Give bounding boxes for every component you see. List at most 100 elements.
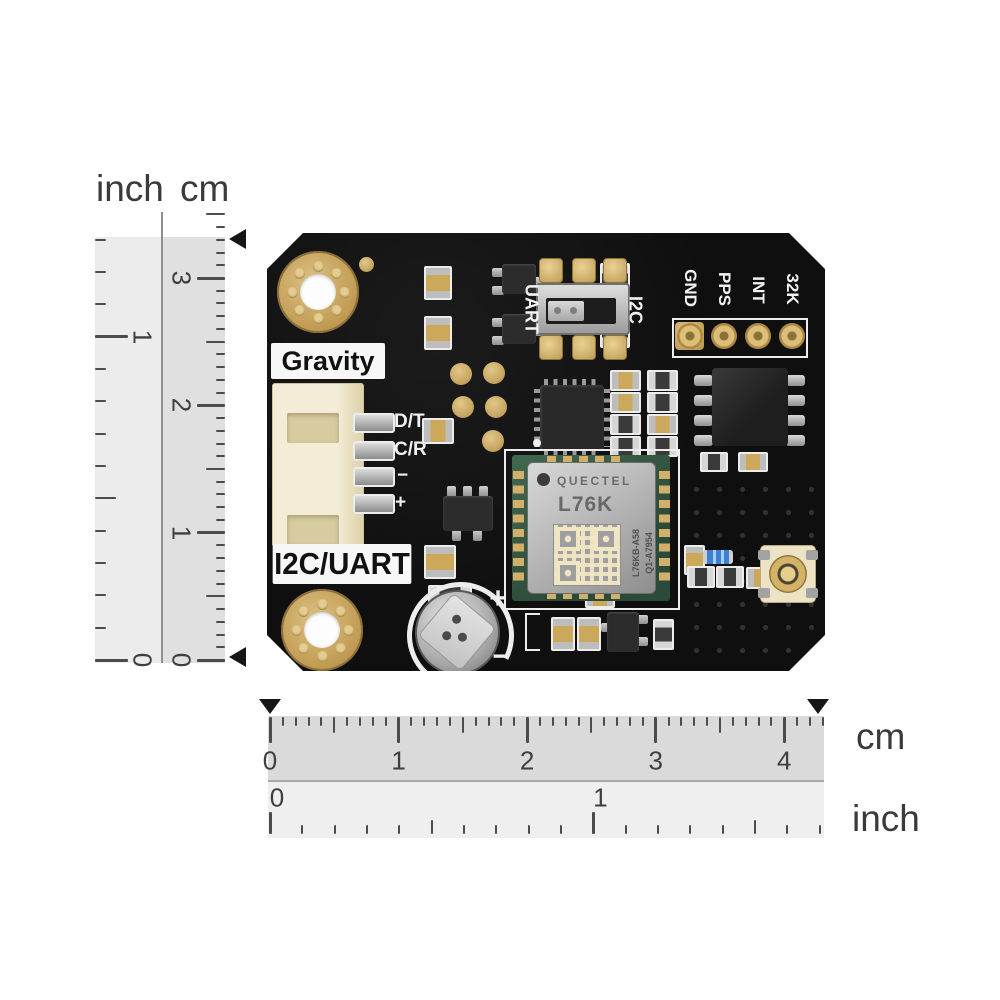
hruler-inch-tick bbox=[753, 820, 756, 834]
module-part-number: L76KB-A58 bbox=[631, 528, 641, 578]
antenna-socket bbox=[769, 555, 807, 593]
hruler-cm-tick bbox=[307, 717, 310, 726]
hruler-cm-tick bbox=[628, 717, 631, 726]
hruler-inch-tick bbox=[559, 825, 562, 834]
hruler-inch-tick bbox=[495, 825, 498, 834]
hruler-cm-tick bbox=[436, 717, 439, 726]
hole-bump bbox=[338, 286, 350, 298]
capacitor-smd bbox=[653, 619, 674, 650]
resistor bbox=[551, 617, 575, 651]
vruler-cm-tick bbox=[216, 391, 225, 394]
capacitor-smd bbox=[700, 452, 728, 472]
transistor-leg bbox=[601, 623, 612, 632]
test-pad bbox=[450, 363, 472, 385]
qr-finder bbox=[556, 527, 580, 551]
transistor-leg bbox=[473, 530, 482, 541]
soic-pin bbox=[694, 375, 713, 386]
connector-pin bbox=[353, 441, 395, 461]
vruler-inch-tick bbox=[95, 400, 106, 403]
fiducial-pad bbox=[359, 257, 374, 272]
capacitor-smd bbox=[687, 566, 715, 588]
vruler-cm-tick bbox=[206, 213, 225, 216]
transistor-leg bbox=[452, 530, 461, 541]
hruler-cm-tick bbox=[693, 717, 696, 726]
qr-code bbox=[553, 524, 621, 586]
soic-pin bbox=[786, 435, 805, 446]
vruler-cm-tick bbox=[216, 378, 225, 381]
hruler-inch-tick bbox=[689, 825, 692, 834]
module-pads-bottom bbox=[547, 591, 625, 599]
hole-bump bbox=[294, 268, 306, 280]
hruler-cm-tick bbox=[371, 717, 374, 726]
switch-pad bbox=[572, 258, 596, 283]
module-vendor: QUECTEL bbox=[557, 474, 632, 488]
hruler-cm-tick bbox=[577, 717, 580, 726]
regulator-ic bbox=[443, 496, 493, 531]
hruler-inch-tick bbox=[462, 825, 465, 834]
vruler-cm-tick bbox=[216, 302, 225, 305]
vruler-inch-tick bbox=[95, 238, 106, 241]
hruler-cm-number: 2 bbox=[519, 745, 535, 776]
vertical-ruler-cm-scale bbox=[162, 237, 225, 663]
hruler-cm-tick bbox=[564, 717, 567, 726]
connector-pin bbox=[353, 413, 395, 433]
connector-pin bbox=[353, 494, 395, 514]
vruler-inch-tick bbox=[95, 303, 106, 306]
vruler-cm-tick bbox=[216, 442, 225, 445]
brand-label: Gravity bbox=[271, 343, 385, 379]
switch-label-uart: UART bbox=[521, 284, 542, 334]
vruler-cm-tick bbox=[197, 403, 225, 407]
horizontal-ruler-inch-band bbox=[268, 782, 824, 838]
vruler-cm-tick bbox=[216, 620, 225, 623]
connector-slot bbox=[287, 413, 339, 443]
header-label-gnd: GND bbox=[681, 269, 700, 307]
transistor-leg bbox=[637, 615, 648, 624]
vruler-cm-tick bbox=[216, 289, 225, 292]
header-pad bbox=[779, 323, 805, 349]
resistor bbox=[647, 414, 678, 435]
vruler-inch-tick bbox=[95, 529, 106, 532]
logo-dot-icon bbox=[537, 473, 550, 486]
mounting-hole-bottom-left bbox=[281, 589, 363, 671]
hruler-cm-number: 4 bbox=[777, 745, 792, 776]
resistor bbox=[422, 418, 454, 444]
mounting-hole-bore bbox=[304, 612, 340, 648]
hruler-cm-tick bbox=[384, 717, 387, 726]
hruler-cm-tick bbox=[423, 717, 426, 726]
hruler-inch-tick bbox=[624, 825, 627, 834]
resistor bbox=[424, 266, 452, 300]
pin-label-plus: + bbox=[395, 492, 407, 513]
qr-finder bbox=[594, 527, 618, 551]
header-pad bbox=[745, 323, 771, 349]
module-model: L76K bbox=[558, 493, 614, 516]
vruler-cm-tick bbox=[216, 417, 225, 420]
hruler-cm-tick bbox=[538, 717, 541, 726]
pin-label-dt: D/T bbox=[394, 411, 425, 432]
hruler-cm-tick bbox=[718, 717, 721, 733]
hruler-inch-tick bbox=[301, 825, 304, 834]
soic8-ic bbox=[712, 368, 788, 446]
resistor bbox=[610, 370, 641, 391]
hruler-inch-tick bbox=[333, 825, 336, 834]
transistor-leg bbox=[492, 286, 504, 295]
vruler-cm-tick bbox=[216, 557, 225, 560]
header-pad bbox=[677, 323, 703, 349]
hole-bump bbox=[290, 624, 302, 636]
knob-dot bbox=[570, 307, 577, 314]
vruler-inch-tick bbox=[95, 432, 106, 435]
hruler-cm-number: 0 bbox=[262, 745, 278, 776]
vruler-inch-tick bbox=[95, 335, 128, 339]
switch-pad bbox=[603, 258, 627, 283]
transistor bbox=[502, 264, 536, 294]
hruler-cm-tick bbox=[358, 717, 361, 726]
hruler-cm-number: 1 bbox=[391, 745, 406, 776]
vruler-inch-tick bbox=[95, 270, 106, 273]
switch-pad bbox=[539, 258, 563, 283]
pin1-dot bbox=[533, 439, 541, 447]
hruler-cm-tick bbox=[448, 717, 451, 726]
led-outline bbox=[525, 613, 540, 651]
hruler-cm-tick bbox=[500, 717, 503, 726]
hole-bump bbox=[298, 606, 310, 618]
qr-finder bbox=[556, 561, 580, 585]
cap-vent-dot bbox=[440, 629, 454, 643]
